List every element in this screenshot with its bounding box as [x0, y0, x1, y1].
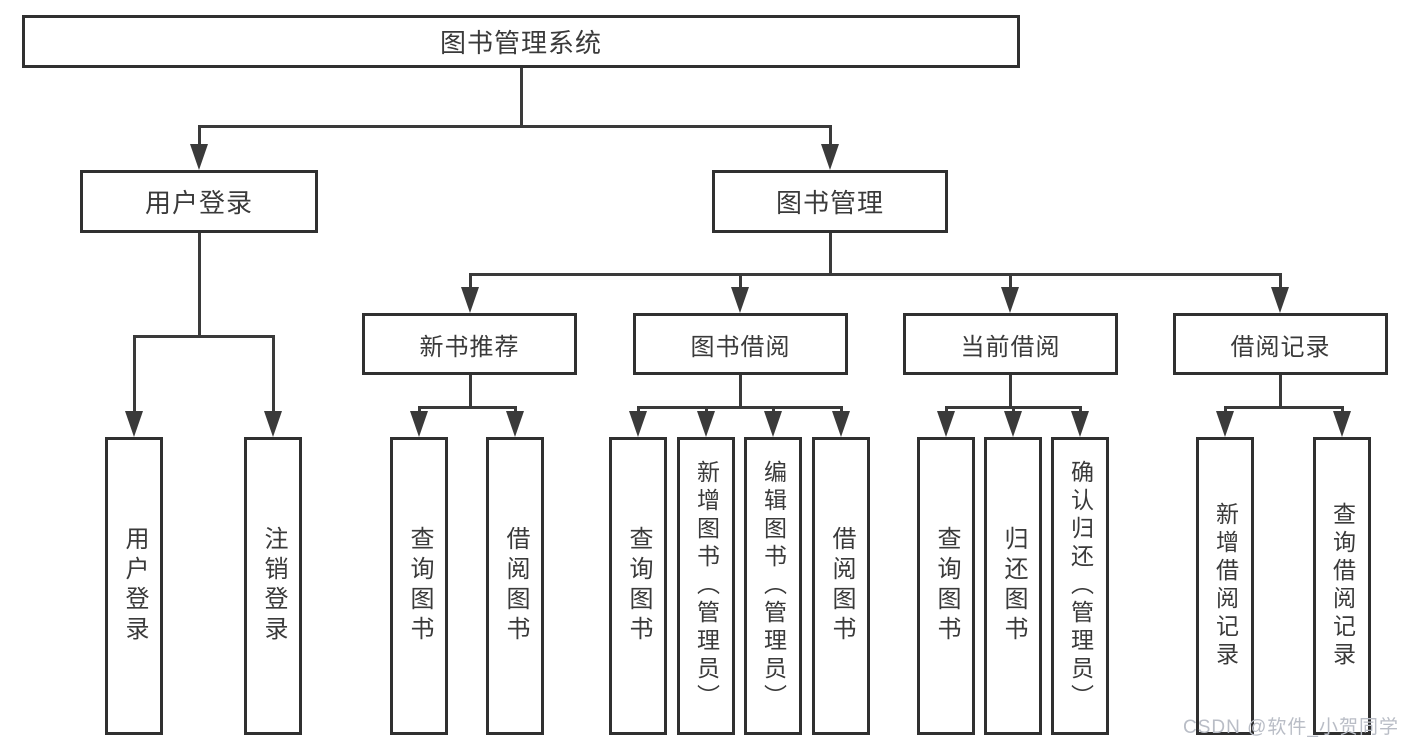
- connector-drop-line: [829, 125, 832, 149]
- node-label: 查询图书: [406, 526, 433, 646]
- connector-drop-line: [1079, 406, 1082, 415]
- node-leaf-borrow-books-1: 借阅图书: [486, 437, 544, 735]
- connector-drop-line: [1224, 406, 1227, 415]
- arrowhead-down: [1333, 411, 1351, 437]
- node-leaf-borrow-books-2: 借阅图书: [812, 437, 870, 735]
- arrowhead-down: [731, 287, 749, 313]
- node-label: 新增图书（管理员）: [693, 460, 720, 712]
- arrowhead-down: [410, 411, 428, 437]
- node-leaf-confirm-return-admin: 确认归还（管理员）: [1051, 437, 1109, 735]
- connector-drop-line: [469, 273, 472, 290]
- node-leaf-add-book-admin: 新增图书（管理员）: [677, 437, 735, 735]
- connector-section-bar: [1224, 406, 1344, 409]
- arrowhead-down: [1001, 287, 1019, 313]
- connector-drop-line: [1341, 406, 1344, 415]
- node-leaf-add-borrow-record: 新增借阅记录: [1196, 437, 1254, 735]
- connector-drop-line: [418, 406, 421, 415]
- arrowhead-down: [506, 411, 524, 437]
- node-label: 查询图书: [625, 526, 652, 646]
- node-leaf-logout: 注销登录: [244, 437, 302, 735]
- arrowhead-down: [125, 411, 143, 437]
- connector-drop-line: [133, 335, 136, 415]
- node-leaf-query-books-3: 查询图书: [917, 437, 975, 735]
- connector-drop-line: [1279, 273, 1282, 290]
- arrowhead-down: [821, 144, 839, 170]
- node-label: 确认归还（管理员）: [1067, 460, 1094, 712]
- node-current-borrowing: 当前借阅: [903, 313, 1118, 375]
- arrowhead-down: [629, 411, 647, 437]
- node-label: 查询借阅记录: [1329, 502, 1356, 670]
- arrowhead-down: [1004, 411, 1022, 437]
- connector-section-stem: [739, 375, 742, 409]
- connector-drop-line: [1012, 406, 1015, 415]
- connector-drop-line: [198, 125, 201, 149]
- connector-management-bar: [469, 273, 1282, 276]
- connector-drop-line: [772, 406, 775, 415]
- node-label: 借阅图书: [502, 526, 529, 646]
- connector-drop-line: [840, 406, 843, 415]
- node-label: 归还图书: [1000, 526, 1027, 646]
- node-book-borrowing: 图书借阅: [633, 313, 848, 375]
- connector-drop-line: [514, 406, 517, 415]
- connector-drop-line: [945, 406, 948, 415]
- connector-root-bar: [198, 125, 832, 128]
- connector-login-bar: [133, 335, 275, 338]
- node-user-login: 用户登录: [80, 170, 318, 233]
- node-label: 借阅图书: [828, 526, 855, 646]
- arrowhead-down: [1271, 287, 1289, 313]
- arrowhead-down: [832, 411, 850, 437]
- arrowhead-down: [1216, 411, 1234, 437]
- node-new-book-recommendation: 新书推荐: [362, 313, 577, 375]
- node-label: 编辑图书（管理员）: [760, 460, 787, 712]
- connector-section-bar: [418, 406, 517, 409]
- connector-drop-line: [739, 273, 742, 290]
- connector-root-stem: [520, 68, 523, 127]
- connector-drop-line: [1009, 273, 1012, 290]
- connector-login-stem: [198, 233, 201, 337]
- connector-management-stem: [829, 233, 832, 275]
- arrowhead-down: [937, 411, 955, 437]
- node-leaf-return-books: 归还图书: [984, 437, 1042, 735]
- connector-section-bar: [637, 406, 843, 409]
- connector-section-stem: [1009, 375, 1012, 409]
- csdn-watermark: CSDN @软件_小贺同学: [1183, 717, 1399, 738]
- node-book-management: 图书管理: [712, 170, 948, 233]
- arrowhead-down: [264, 411, 282, 437]
- arrowhead-down: [764, 411, 782, 437]
- arrowhead-down: [1071, 411, 1089, 437]
- node-leaf-user-login: 用户登录: [105, 437, 163, 735]
- arrowhead-down: [697, 411, 715, 437]
- node-borrowing-records: 借阅记录: [1173, 313, 1388, 375]
- connector-section-stem: [1279, 375, 1282, 409]
- node-label: 查询图书: [933, 526, 960, 646]
- node-leaf-query-borrow-record: 查询借阅记录: [1313, 437, 1371, 735]
- node-library-management-system: 图书管理系统: [22, 15, 1020, 68]
- arrowhead-down: [461, 287, 479, 313]
- node-label: 用户登录: [121, 526, 148, 646]
- node-label: 新增借阅记录: [1212, 502, 1239, 670]
- node-leaf-edit-book-admin: 编辑图书（管理员）: [744, 437, 802, 735]
- connector-drop-line: [705, 406, 708, 415]
- node-leaf-query-books-2: 查询图书: [609, 437, 667, 735]
- node-label: 注销登录: [260, 526, 287, 646]
- connector-section-stem: [469, 375, 472, 409]
- arrowhead-down: [190, 144, 208, 170]
- node-leaf-query-books-1: 查询图书: [390, 437, 448, 735]
- connector-drop-line: [637, 406, 640, 415]
- connector-drop-line: [272, 335, 275, 415]
